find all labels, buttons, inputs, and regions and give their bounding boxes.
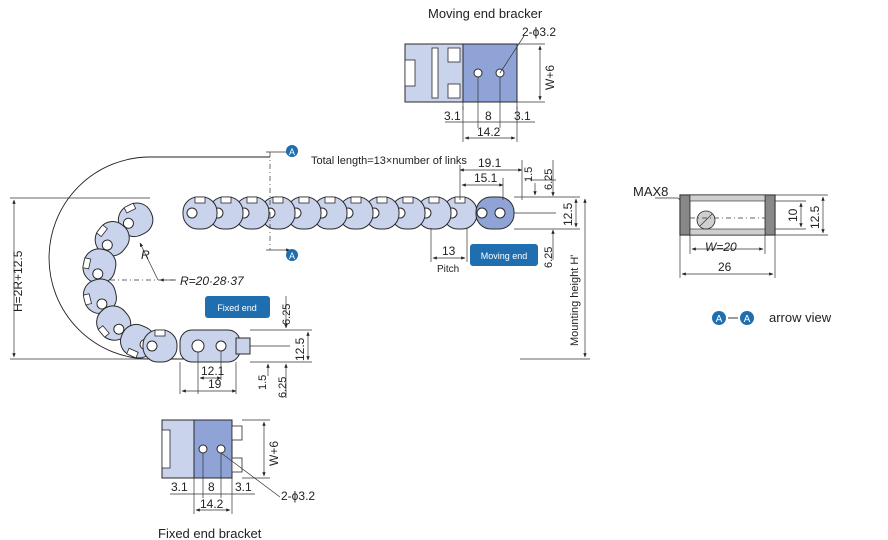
legend-a-right: A [740,311,754,325]
max8-label: MAX8 [633,184,668,199]
fixed-bracket-hole-spec: 2-ϕ3.2 [281,489,315,503]
fixed-bracket-dim-8: 8 [208,480,215,494]
svg-text:A: A [716,314,723,325]
moving-bracket-hole-spec: 2-ϕ3.2 [522,25,556,39]
chain-link [82,278,117,314]
svg-text:Moving end: Moving end [481,251,528,261]
legend-a-left: A [712,311,726,325]
mounting-height: Mounting height H' [569,255,581,346]
moving-bracket-body-right [462,43,518,103]
total-length-label: Total length=13×number of links [311,155,467,167]
dim-6-25-fixed-bottom: 6.25 [277,377,289,398]
moving-end-link [475,196,515,230]
dim-13-pitch: 13 [442,244,456,258]
dim-12-5-moving: 12.5 [561,202,575,226]
chain-link [416,196,452,230]
dim-6-25-top: 6.25 [543,169,555,190]
radius-label: R=20·28·37 [180,274,245,288]
dim-6-25-bottom: 6.25 [543,247,555,268]
fixed-end-badge: Fixed end [205,296,270,318]
fixed-bracket-dim-3-1-left: 3.1 [171,480,188,494]
moving-bracket-dim-3-1-right: 3.1 [514,109,531,123]
moving-bracket-title: Moving end bracker [428,6,543,21]
fixed-bracket-w-plus-6: W+6 [267,441,281,466]
fixed-end-bracket-view: W+6 2-ϕ3.2 3.1 8 3.1 14.2 Fixed end brac… [158,419,315,540]
chain-links [82,196,478,363]
width-label: W=20 [705,240,737,254]
fixed-bracket-dim-14-2: 14.2 [200,497,224,511]
dim-1-5-fixed: 1.5 [257,375,269,390]
fixed-bracket-hole-1 [198,444,208,454]
chain-link [94,221,130,257]
dim-6-25-fixed-top: 6.25 [281,304,293,325]
pitch-label: Pitch [437,264,459,275]
svg-text:A: A [289,251,295,261]
dim-26: 26 [718,260,732,274]
fixed-bracket-title: Fixed end bracket [158,526,262,540]
fixed-bracket-hole-2 [216,444,226,454]
chain-link [182,196,218,230]
chain-link [286,196,322,230]
moving-end-badge: Moving end [470,244,538,266]
chain-side-view: R R=20·28·37 A A Total leng [10,145,590,398]
svg-text:Fixed end: Fixed end [217,303,257,313]
fixed-end-link [179,329,251,363]
dim-12-1: 12.1 [201,364,225,378]
arrow-view-legend: A A arrow view [712,310,832,325]
arrow-view-label: arrow view [769,310,832,325]
moving-bracket-dim-8: 8 [485,109,492,123]
dim-19: 19 [208,377,222,391]
chain-link [82,248,117,284]
fixed-bracket-dim-3-1-right: 3.1 [235,480,252,494]
dim-10: 10 [786,208,800,222]
moving-bracket-w-plus-6: W+6 [543,65,557,90]
chain-link [208,196,244,230]
moving-bracket-dim-14-2: 14.2 [477,125,501,139]
dim-19-1: 19.1 [478,156,502,170]
dim-15-1: 15.1 [474,171,498,185]
dim-12-5-fixed: 12.5 [293,337,307,361]
section-marker-a-top: A [286,145,298,157]
svg-text:A: A [744,314,751,325]
cross-section-view: MAX8 W=20 26 10 12.5 [633,184,828,278]
dim-1-5-top: 1.5 [523,167,535,182]
svg-text:A: A [289,147,295,157]
radius-letter: R [141,248,150,262]
height-formula: H=2R+12.5 [11,250,25,312]
dim-12-5-section: 12.5 [808,205,822,229]
moving-end-bracket-view: Moving end bracker 2-ϕ3.2 W+6 3.1 8 3.1 … [404,6,557,142]
moving-bracket-hole-1 [473,68,483,78]
section-marker-a-bottom: A [286,249,298,261]
moving-bracket-dim-3-1-left: 3.1 [444,109,461,123]
chain-link [142,329,178,363]
